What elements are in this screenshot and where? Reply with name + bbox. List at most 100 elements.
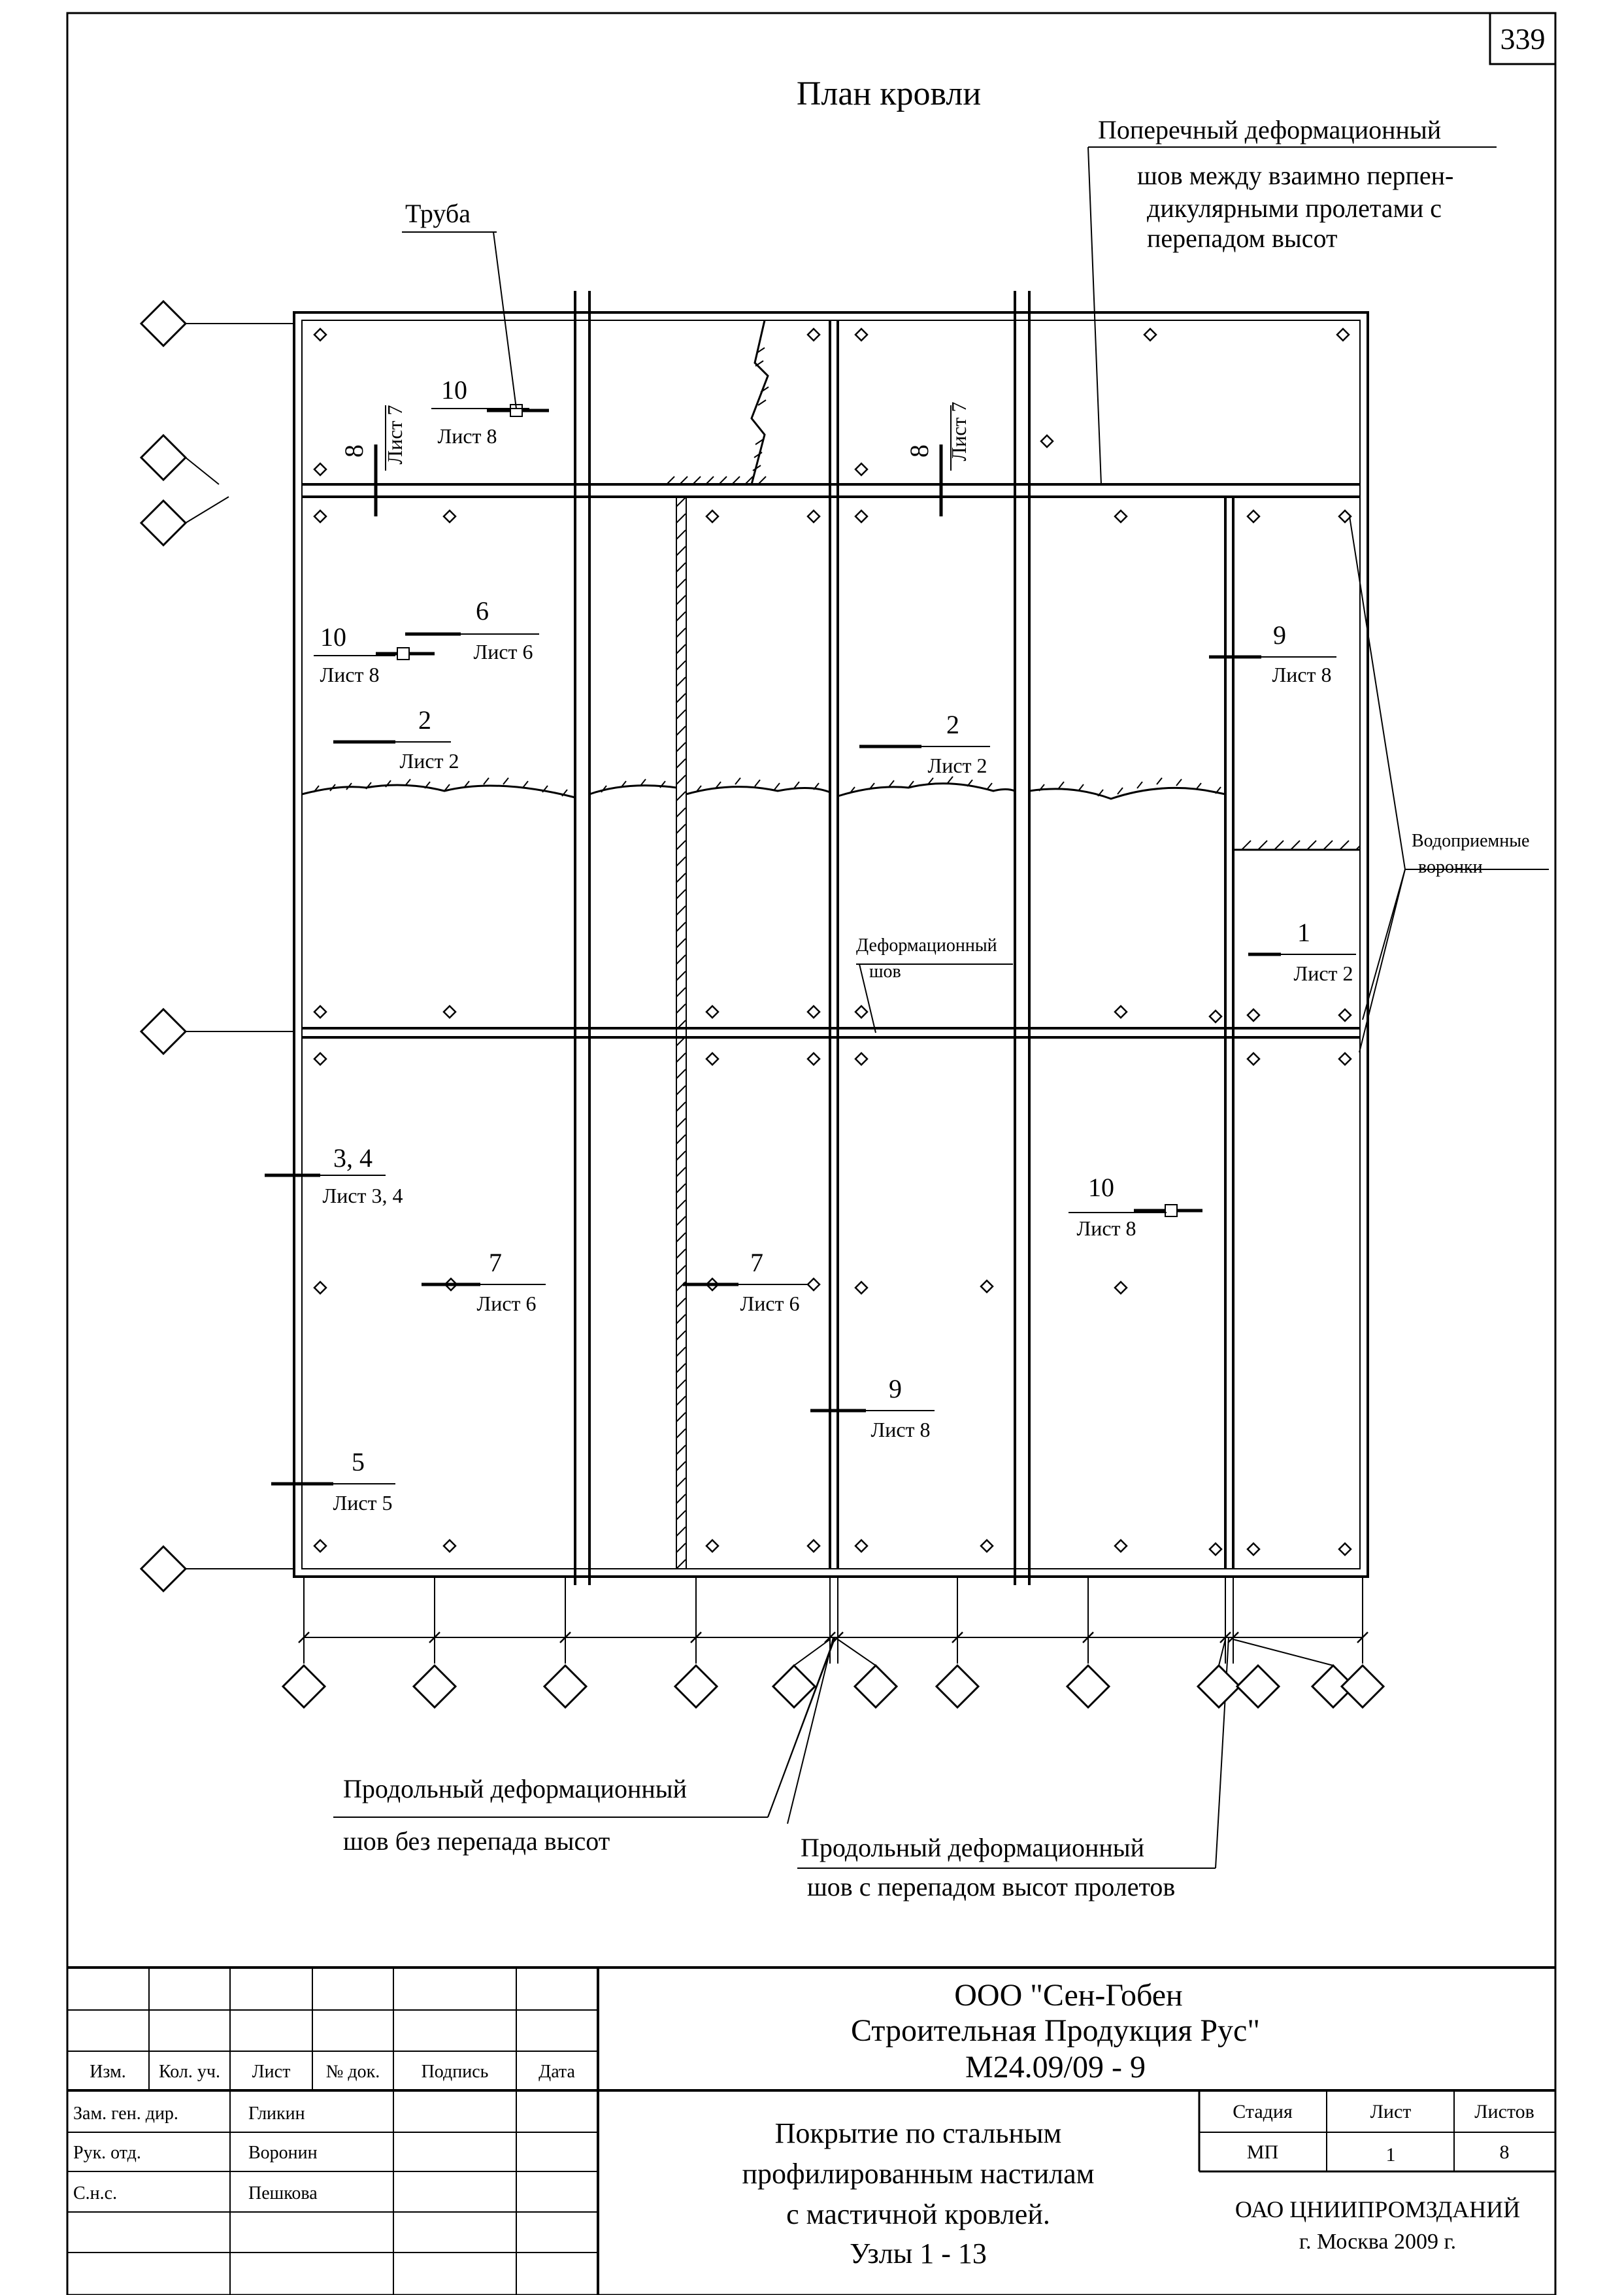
node-ref-num: 3, 4 <box>333 1143 373 1173</box>
node-ref-sheet: Лист 5 <box>333 1491 392 1515</box>
funnel-icon <box>705 1005 720 1019</box>
axis-marker-icon <box>139 1545 188 1593</box>
node-ref-num: 8 <box>904 444 934 458</box>
break-line-middle <box>301 782 1226 800</box>
funnel-icon <box>442 1539 457 1553</box>
node-ref-sheet: Лист 8 <box>320 663 379 686</box>
long-joint-no-step-line1: Продольный деформационный <box>343 1774 687 1803</box>
funnel-icon <box>806 1005 821 1019</box>
stamp-role: Зам. ген. дир. <box>73 2103 178 2124</box>
node-ref-sheet: Лист 8 <box>870 1418 930 1441</box>
funnel-icon <box>854 1052 869 1066</box>
sheet-description-line4: Узлы 1 - 13 <box>850 2237 987 2270</box>
funnel-icon <box>1336 327 1350 342</box>
node-ref-num: 7 <box>489 1248 502 1277</box>
plan-title: План кровли <box>797 75 981 112</box>
funnel-icon <box>1246 1008 1261 1022</box>
node-ref-markers <box>265 404 1356 1486</box>
funnel-icon <box>980 1539 994 1553</box>
funnel-icon <box>705 509 720 524</box>
axis-marker-icon <box>1310 1664 1356 1709</box>
stamp-header-kol: Кол. уч. <box>159 2062 220 2082</box>
funnel-icon <box>705 1539 720 1553</box>
axis-leader <box>1218 1639 1226 1666</box>
funnel-icon <box>1338 1052 1352 1066</box>
sheet-description-line2: профилированным настилам <box>742 2158 1094 2190</box>
funnel-icon <box>705 1052 720 1066</box>
funnel-icon <box>313 509 327 524</box>
funnel-icon <box>854 509 869 524</box>
stamp-header-izm: Изм. <box>90 2062 126 2082</box>
stamp-name: Гликин <box>248 2103 305 2124</box>
funnel-icon <box>854 327 869 342</box>
stage-header: Листов <box>1474 2101 1534 2122</box>
node-ref-num: 7 <box>750 1248 763 1277</box>
org-name-line1: ООО "Сен-Гобен <box>954 1978 1182 2013</box>
funnel-icon <box>854 1281 869 1295</box>
funnel-icon <box>313 1052 327 1066</box>
node-ref-labels: 10 Лист 8 8 Лист 7 8 Лист 7 6 Лист 6 10 … <box>320 375 1353 1515</box>
node-ref-num: 10 <box>1088 1173 1114 1202</box>
funnel-icon <box>1114 1281 1128 1295</box>
dimension-tick <box>1219 1632 1231 1643</box>
axis-leader <box>793 1639 831 1666</box>
node-ref-sheet: Лист 2 <box>399 749 459 773</box>
deformation-joint-line1: Деформационный <box>856 935 997 956</box>
transverse-joint-line3: дикулярными пролетами с <box>1147 193 1442 223</box>
node-ref-sheet: Лист 2 <box>927 754 987 777</box>
node-ref-num: 9 <box>889 1374 902 1403</box>
long-joint-step-line2: шов с перепадом высот пролетов <box>807 1872 1175 1901</box>
title-block-text: Изм. Кол. уч. Лист № док. Подпись Дата З… <box>73 1978 1534 2270</box>
node-ref-num: 2 <box>418 705 431 735</box>
axis-marker-icon <box>935 1664 980 1709</box>
funnels-line2: воронки <box>1418 857 1483 877</box>
dimension-tick <box>1082 1632 1094 1643</box>
node-ref-sheet: Лист 7 <box>383 405 406 464</box>
stage-value: МП <box>1247 2141 1278 2163</box>
axis-leader <box>837 1639 876 1666</box>
axis-marker-icon <box>1196 1664 1242 1709</box>
callout-texts: Труба Поперечный деформационный шов межд… <box>343 115 1529 1901</box>
axis-leader <box>185 457 220 485</box>
funnel-icon <box>854 462 869 477</box>
sheets-total-value: 8 <box>1500 2141 1510 2163</box>
stamp-header-doc: № док. <box>326 2062 380 2082</box>
title-block <box>67 1966 1555 2295</box>
node-ref-sheet: Лист 2 <box>1293 962 1353 985</box>
funnel-icon <box>806 509 821 524</box>
sheet-description-line1: Покрытие по стальным <box>775 2117 1062 2149</box>
axis-marker-icon <box>853 1664 899 1709</box>
break-line-top <box>750 320 769 485</box>
node-ref-sheet: Лист 8 <box>437 424 497 448</box>
stamp-header-list: Лист <box>252 2062 291 2082</box>
axis-marker-icon <box>281 1664 327 1709</box>
long-joint-step-line1: Продольный деформационный <box>801 1833 1144 1862</box>
stamp-name: Пешкова <box>248 2183 318 2203</box>
sheet-description-line3: с мастичной кровлей. <box>786 2198 1050 2230</box>
funnel-icon <box>313 327 327 342</box>
sheet-frame <box>66 12 1557 2295</box>
step-hatching <box>666 476 1361 1569</box>
axis-marker-icon <box>412 1664 457 1709</box>
axis-marker-icon <box>139 299 188 348</box>
axis-marker-icon <box>1065 1664 1111 1709</box>
dimension-tick <box>559 1632 571 1643</box>
node-ref-num: 8 <box>339 444 369 458</box>
dimension-tick <box>1227 1632 1239 1643</box>
transverse-joint-line1: Поперечный деформационный <box>1098 115 1441 144</box>
node-ref-sheet: Лист 8 <box>1076 1216 1136 1240</box>
dimension-tick <box>690 1632 702 1643</box>
funnel-icon <box>1208 1542 1223 1556</box>
node-ref-sheet: Лист 6 <box>473 640 533 663</box>
node-ref-num: 10 <box>320 622 346 652</box>
node-ref-sheet: Лист 3, 4 <box>322 1184 403 1207</box>
funnel-icon <box>1246 1052 1261 1066</box>
funnel-icon <box>1246 1542 1261 1556</box>
funnel-icon <box>1114 509 1128 524</box>
axis-marker-icon <box>139 1007 188 1056</box>
axis-marker-icon <box>771 1664 817 1709</box>
doc-code: М24.09/09 - 9 <box>965 2050 1146 2085</box>
pipe-label: Труба <box>405 199 471 228</box>
funnels-line1: Водоприемные <box>1412 831 1529 851</box>
